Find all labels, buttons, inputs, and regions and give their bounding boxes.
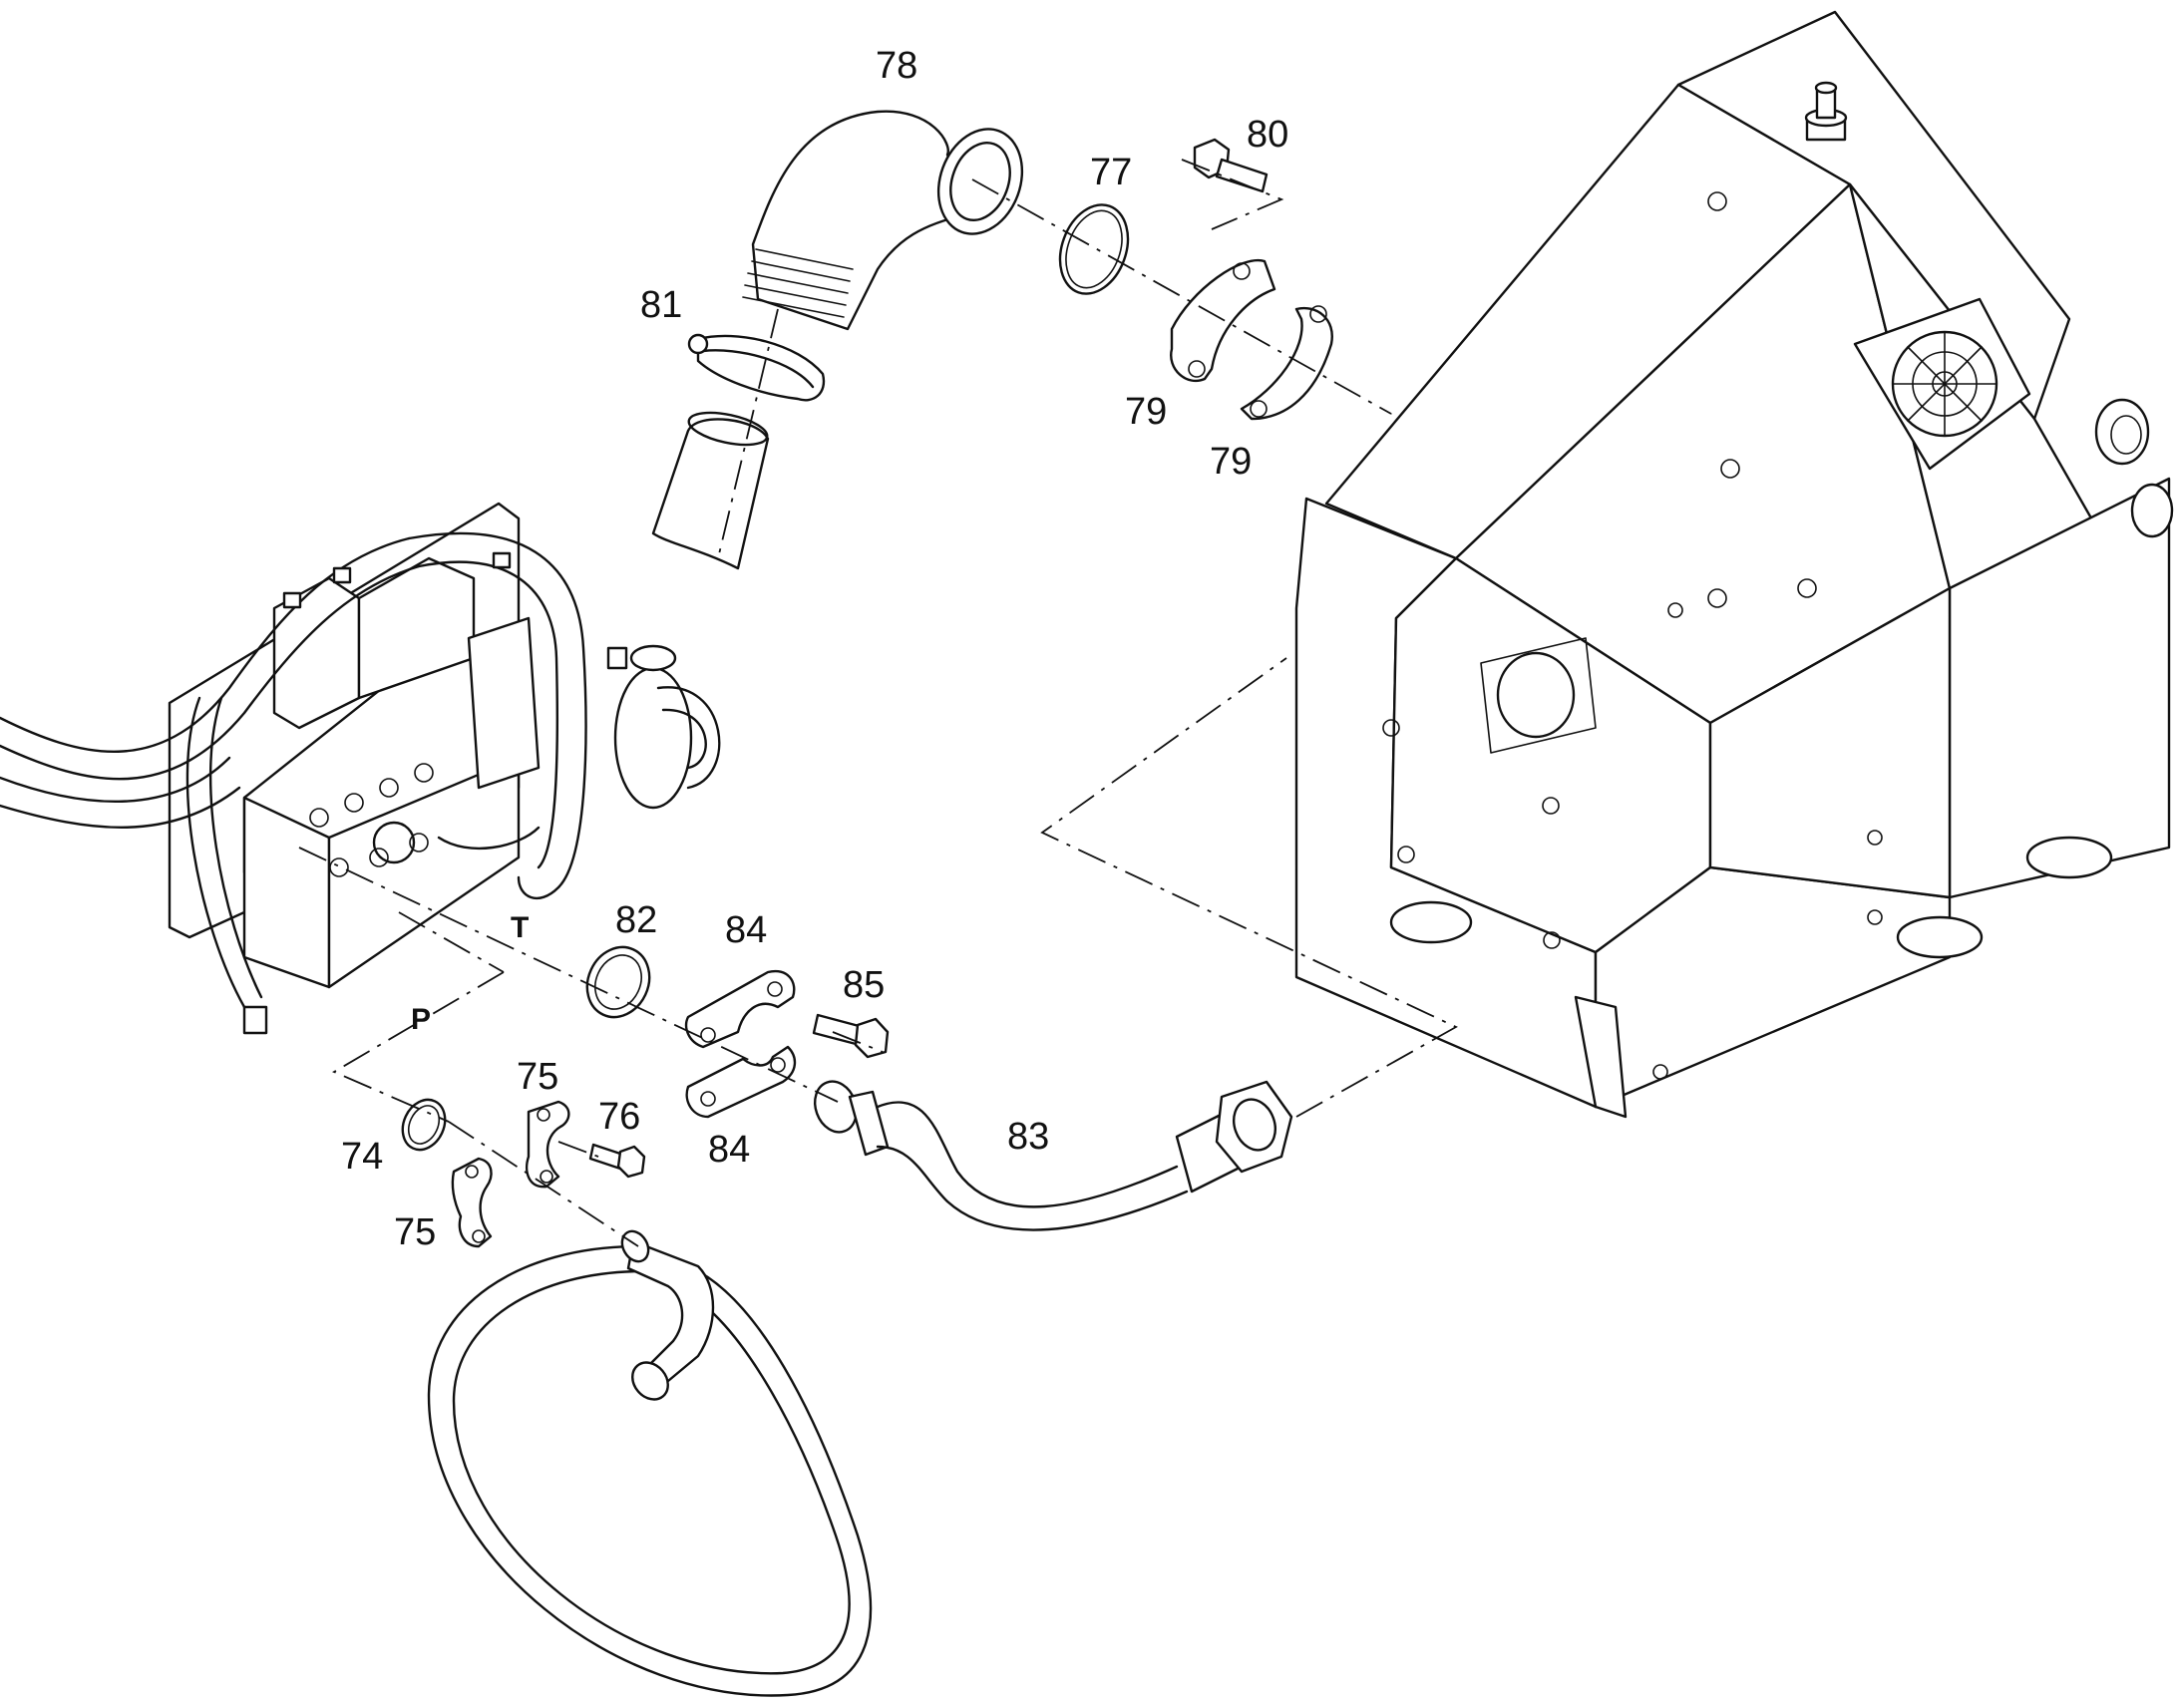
callout-labels: 78 80 77 81 79 79 82 84 85 84 83 75 76 7… — [341, 45, 1288, 1253]
callout-74: 74 — [341, 1136, 383, 1178]
callout-83: 83 — [1007, 1116, 1049, 1158]
callout-75-upper: 75 — [517, 1056, 558, 1098]
port-label-t: T — [511, 911, 529, 944]
part-85-bolt — [812, 1013, 890, 1059]
part-78-suction-pipe — [742, 110, 1024, 331]
callout-76: 76 — [598, 1096, 640, 1138]
hydraulic-tank — [1294, 10, 2174, 1119]
part-74-o-ring-inner — [407, 1105, 441, 1145]
callout-80: 80 — [1247, 114, 1288, 156]
pressure-hose-loop — [427, 1229, 873, 1697]
filler-cap — [1804, 81, 1848, 142]
callout-84-lower: 84 — [708, 1129, 750, 1171]
part-81-hose-clamp — [687, 333, 826, 402]
callout-79-left: 79 — [1125, 391, 1167, 433]
part-82-o-ring — [585, 945, 651, 1019]
callout-77: 77 — [1090, 152, 1132, 193]
callout-79-right: 79 — [1210, 441, 1252, 483]
control-valve-assembly — [0, 502, 721, 1035]
callout-81: 81 — [640, 284, 682, 326]
hose-sleeve — [651, 411, 770, 570]
part-75-split-flange-upper — [525, 1100, 570, 1189]
assembly-centre-lines — [298, 159, 1458, 1247]
callout-78: 78 — [876, 45, 917, 87]
port-label-p: P — [411, 1003, 431, 1036]
part-83-return-hose — [814, 1080, 1293, 1231]
part-77-o-ring — [1058, 203, 1130, 295]
part-84-split-flange-upper — [684, 969, 796, 1049]
part-76-bolt — [588, 1143, 646, 1179]
part-75-split-flange-lower — [451, 1157, 493, 1248]
part-74-o-ring — [401, 1098, 447, 1152]
part-82-o-ring-inner — [594, 954, 642, 1010]
callout-75-lower: 75 — [394, 1211, 436, 1253]
cooler-fan — [1853, 297, 2031, 471]
callout-82: 82 — [615, 899, 657, 941]
callout-84-upper: 84 — [725, 909, 767, 951]
part-84-split-flange-lower — [685, 1045, 797, 1119]
part-79-split-flange-lower — [1240, 305, 1333, 421]
part-77-o-ring-inner — [1065, 209, 1123, 289]
callout-85: 85 — [843, 964, 885, 1006]
